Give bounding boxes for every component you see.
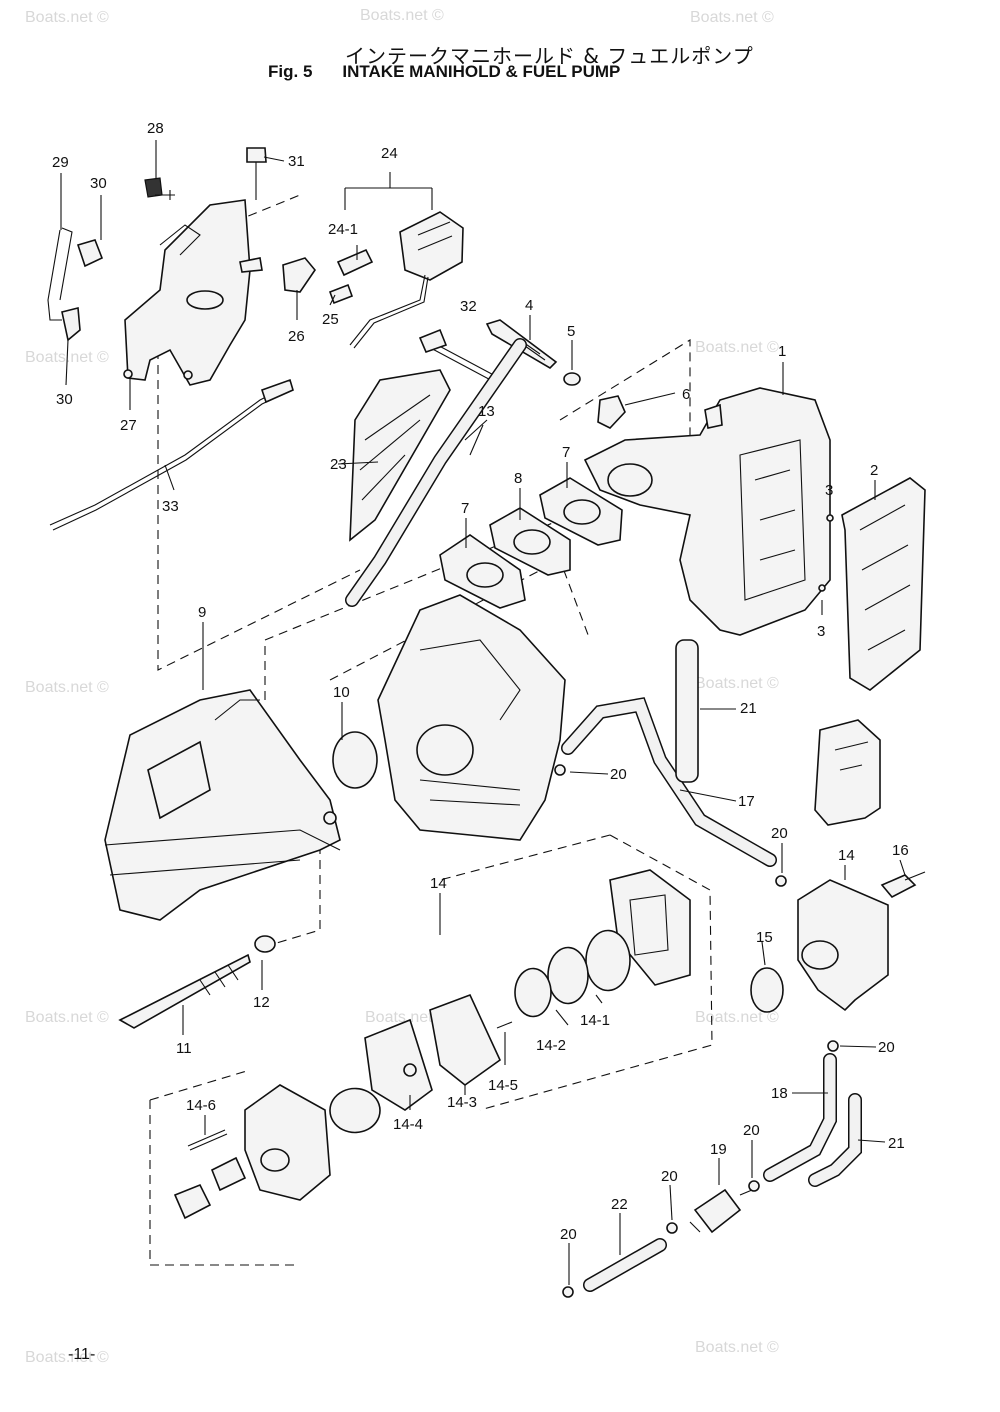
- callout-3: 3: [825, 482, 833, 499]
- callout-14-5: 14-5: [488, 1077, 518, 1094]
- callout-10: 10: [333, 684, 350, 701]
- callout-20: 20: [743, 1122, 760, 1139]
- manifold-gasket: [818, 477, 926, 691]
- callout-21: 21: [888, 1135, 905, 1152]
- callout-22: 22: [611, 1196, 628, 1213]
- figure-title: Fig. 5 INTAKE MANIHOLD & FUEL PUMP: [268, 62, 620, 82]
- callout-33: 33: [162, 498, 179, 515]
- watermark-text: Boats.net ©: [25, 9, 109, 26]
- callout-26: 26: [288, 328, 305, 345]
- callout-13: 13: [478, 403, 495, 420]
- callout-labels: 1 2 3 3 4 5 6 7 7 8 9 10 11 12 13 14 14 …: [52, 120, 909, 1243]
- watermark-text: Boats.net ©: [25, 679, 109, 696]
- callout-7: 7: [562, 444, 570, 461]
- hoses-upper: [345, 338, 527, 607]
- callout-29: 29: [52, 154, 69, 171]
- figure-name: INTAKE MANIHOLD & FUEL PUMP: [342, 62, 621, 81]
- callout-30: 30: [56, 391, 73, 408]
- watermark-text: Boats.net ©: [695, 1339, 779, 1356]
- watermark-text: Boats.net ©: [695, 339, 779, 356]
- fuel-filter-detail: [814, 719, 881, 826]
- fuel-hoses-lower: [554, 764, 862, 1298]
- throttle-cable: [49, 378, 294, 531]
- callout-1: 1: [778, 343, 786, 360]
- callout-14-3: 14-3: [447, 1094, 477, 1111]
- callout-19: 19: [710, 1141, 727, 1158]
- callout-20: 20: [771, 825, 788, 842]
- leader-lines: [60, 140, 906, 1285]
- air-silencer: [104, 689, 341, 921]
- callout-6: 6: [682, 386, 690, 403]
- callout-16: 16: [892, 842, 909, 859]
- callout-7: 7: [461, 500, 469, 517]
- callout-12: 12: [253, 994, 270, 1011]
- callout-23: 23: [330, 456, 347, 473]
- intake-manifold: [583, 387, 831, 636]
- callout-20: 20: [560, 1226, 577, 1243]
- callout-20: 20: [661, 1168, 678, 1185]
- callout-3: 3: [817, 623, 825, 640]
- page-number: -11-: [68, 1346, 96, 1363]
- callout-20: 20: [610, 766, 627, 783]
- callout-31: 31: [288, 153, 305, 170]
- watermark-text: Boats.net ©: [695, 1009, 779, 1026]
- callout-14: 14: [430, 875, 447, 892]
- fuel-hose-upper: [561, 639, 777, 867]
- throttle-bracket: [47, 147, 267, 386]
- callout-25: 25: [322, 311, 339, 328]
- silencer-bolt: [118, 935, 276, 1029]
- callout-2: 2: [870, 462, 878, 479]
- carburetor: [332, 594, 566, 841]
- callout-14-4: 14-4: [393, 1116, 423, 1133]
- fuel-pump-assembly: [750, 871, 926, 1013]
- callout-14-1: 14-1: [580, 1012, 610, 1029]
- figure-number: Fig. 5: [268, 62, 313, 81]
- callout-24: 24: [381, 145, 398, 162]
- choke-assembly: [282, 211, 504, 386]
- callout-30: 30: [90, 175, 107, 192]
- watermarks: Boats.net © Boats.net © Boats.net © Boat…: [25, 7, 779, 1366]
- manifold-gaskets: [439, 477, 623, 609]
- callout-24-1: 24-1: [328, 221, 358, 238]
- callout-21: 21: [740, 700, 757, 717]
- callout-14: 14: [838, 847, 855, 864]
- watermark-text: Boats.net ©: [695, 675, 779, 692]
- callout-4: 4: [525, 297, 533, 314]
- callout-14-2: 14-2: [536, 1037, 566, 1054]
- watermark-text: Boats.net ©: [25, 1009, 109, 1026]
- callout-32: 32: [460, 298, 477, 315]
- callout-5: 5: [567, 323, 575, 340]
- callout-17: 17: [738, 793, 755, 810]
- title-japanese: インテークマニホールド & フュエルポンプ: [345, 44, 754, 68]
- callout-11: 11: [176, 1040, 192, 1057]
- fuel-pump-exploded: [173, 869, 691, 1220]
- callout-15: 15: [756, 929, 773, 946]
- callout-8: 8: [514, 470, 522, 487]
- callout-9: 9: [198, 604, 206, 621]
- watermark-text: Boats.net ©: [365, 1009, 449, 1026]
- watermark-text: Boats.net ©: [360, 7, 444, 24]
- watermark-text: Boats.net ©: [25, 1349, 109, 1366]
- callout-27: 27: [120, 417, 137, 434]
- callout-18: 18: [771, 1085, 788, 1102]
- callout-14-6: 14-6: [186, 1097, 216, 1114]
- callout-20: 20: [878, 1039, 895, 1056]
- callout-28: 28: [147, 120, 164, 137]
- watermark-text: Boats.net ©: [690, 9, 774, 26]
